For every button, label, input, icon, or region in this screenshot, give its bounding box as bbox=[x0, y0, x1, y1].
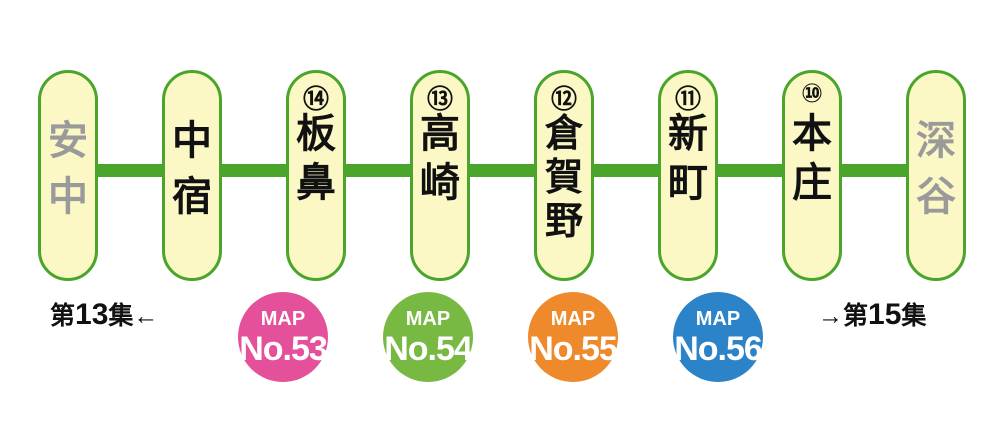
nav-number: 15 bbox=[868, 298, 902, 331]
station-nakajuku[interactable]: 中 宿 bbox=[162, 70, 222, 281]
nav-text: →第 bbox=[818, 302, 869, 330]
map-number: No.56 bbox=[674, 330, 763, 368]
station-kuragano[interactable]: ⑫ 倉 賀 野 bbox=[534, 70, 594, 281]
station-honjo[interactable]: ⑩ 本 庄 bbox=[782, 70, 842, 281]
map-label: MAP bbox=[550, 308, 596, 330]
station-shinmachi[interactable]: ⑪ 新 町 bbox=[658, 70, 718, 281]
station-number: ⑭ bbox=[302, 85, 329, 115]
station-name: 中 宿 bbox=[172, 117, 212, 220]
station-number: ⑬ bbox=[426, 85, 453, 115]
station-name: 高 崎 bbox=[420, 110, 460, 206]
station-fukaya[interactable]: 深 谷 bbox=[906, 70, 966, 281]
map-badge-56[interactable]: MAP No.56 bbox=[673, 292, 763, 382]
station-number: ⑫ bbox=[550, 85, 577, 115]
map-label: MAP bbox=[695, 308, 741, 330]
nav-number: 13 bbox=[75, 298, 109, 331]
nav-text: 集← bbox=[108, 302, 159, 330]
nav-text: 第 bbox=[50, 302, 76, 330]
map-badge-54[interactable]: MAP No.54 bbox=[383, 292, 473, 382]
map-number: No.55 bbox=[529, 330, 618, 368]
map-badge-55[interactable]: MAP No.55 bbox=[528, 292, 618, 382]
station-annaka[interactable]: 安 中 bbox=[38, 70, 98, 281]
next-episode-link[interactable]: →第15集 bbox=[818, 296, 926, 332]
station-itahana[interactable]: ⑭ 板 鼻 bbox=[286, 70, 346, 281]
nav-text: 集 bbox=[901, 302, 927, 330]
station-number: ⑩ bbox=[800, 79, 823, 109]
prev-episode-link[interactable]: 第13集← bbox=[50, 296, 158, 332]
map-number: No.54 bbox=[384, 330, 473, 368]
station-name: 板 鼻 bbox=[296, 110, 336, 206]
station-name: 新 町 bbox=[668, 110, 708, 206]
map-badge-53[interactable]: MAP No.53 bbox=[238, 292, 328, 382]
station-number: ⑪ bbox=[674, 85, 701, 115]
station-takasaki[interactable]: ⑬ 高 崎 bbox=[410, 70, 470, 281]
map-label: MAP bbox=[405, 308, 451, 330]
station-name: 倉 賀 野 bbox=[544, 110, 583, 243]
station-name: 安 中 bbox=[48, 117, 88, 220]
station-name: 本 庄 bbox=[792, 110, 832, 206]
station-name: 深 谷 bbox=[916, 117, 956, 220]
map-label: MAP bbox=[260, 308, 306, 330]
map-number: No.53 bbox=[239, 330, 328, 368]
